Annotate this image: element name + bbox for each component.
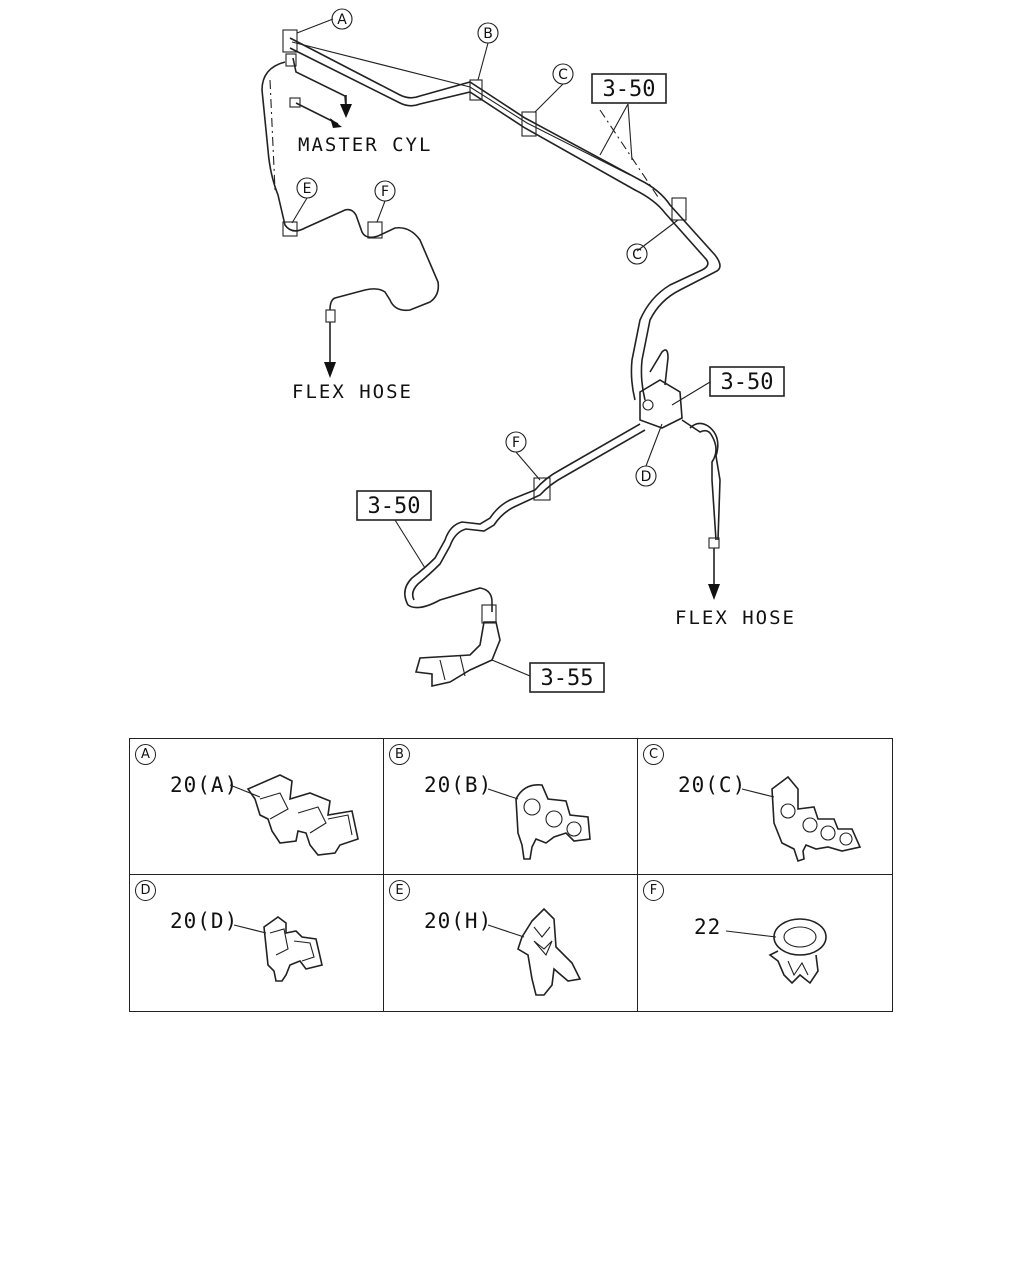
single-pipe-clip-icon <box>487 907 582 996</box>
ref-box-left: 3-50 <box>356 490 432 521</box>
callout-d: D <box>635 465 657 487</box>
part-number: 20(C) <box>678 773 747 797</box>
double-pipe-clip-icon <box>487 783 591 860</box>
svg-text:D: D <box>641 469 652 485</box>
svg-text:E: E <box>303 181 312 197</box>
detail-letter: E <box>389 880 410 901</box>
callout-c-lower: C <box>626 243 648 265</box>
svg-text:3-50: 3-50 <box>368 494 421 519</box>
detail-letter: D <box>135 880 156 901</box>
ref-box-bottom: 3-55 <box>529 662 605 693</box>
master-cyl-label: MASTER CYL <box>298 134 432 156</box>
svg-text:3-50: 3-50 <box>721 370 774 395</box>
flex-hose-right-label: FLEX HOSE <box>675 607 796 629</box>
svg-text:F: F <box>512 435 520 451</box>
pipe-branch-left <box>261 53 440 378</box>
upper-clips <box>282 29 687 239</box>
svg-text:3-50: 3-50 <box>603 77 656 102</box>
detail-letter: A <box>135 744 156 765</box>
svg-text:B: B <box>483 26 493 42</box>
pipe-lower-rear <box>404 423 646 687</box>
detail-letter: C <box>643 744 664 765</box>
clip-detail-table: A 20(A) B 20(B) C 20(C) <box>129 738 893 1012</box>
callout-b: B <box>477 22 499 44</box>
callout-c-upper: C <box>552 63 574 85</box>
svg-text:C: C <box>632 247 642 263</box>
detail-cell-b: B 20(B) <box>384 739 638 875</box>
svg-text:F: F <box>381 184 389 200</box>
ref-box-mid: 3-50 <box>709 366 785 397</box>
svg-text:A: A <box>337 12 347 28</box>
callout-a: A <box>331 8 353 30</box>
callout-f-upper: F <box>374 180 396 202</box>
flex-hose-left-label: FLEX HOSE <box>292 381 413 403</box>
callout-e: E <box>296 177 318 199</box>
detail-cell-e: E 20(H) <box>384 875 638 1011</box>
part-number: 20(B) <box>424 773 493 797</box>
part-number: 20(H) <box>424 909 493 933</box>
detail-letter: B <box>389 744 410 765</box>
part-number: 22 <box>694 915 722 939</box>
double-pipe-clip-icon <box>233 916 323 982</box>
ref-box-top: 3-50 <box>591 73 667 104</box>
ring-clamp-icon <box>725 918 827 985</box>
brake-pipe-diagram: A B C C D E F F 3-50 3-50 3-50 <box>261 8 796 693</box>
detail-letter: F <box>643 880 664 901</box>
leader-lines <box>291 18 711 677</box>
triple-pipe-clip-icon <box>741 775 862 863</box>
pipe-bundle-upper <box>289 37 721 401</box>
svg-text:C: C <box>558 67 568 83</box>
detail-cell-d: D 20(D) <box>130 875 384 1011</box>
double-pipe-clip-icon <box>229 774 359 856</box>
proportioning-valve <box>639 349 721 600</box>
callout-f-lower: F <box>505 431 527 453</box>
svg-text:3-55: 3-55 <box>541 666 594 691</box>
detail-cell-c: C 20(C) <box>638 739 892 875</box>
part-number: 20(A) <box>170 773 239 797</box>
detail-cell-a: A 20(A) <box>130 739 384 875</box>
detail-cell-f: F 22 <box>638 875 892 1011</box>
part-number: 20(D) <box>170 909 239 933</box>
